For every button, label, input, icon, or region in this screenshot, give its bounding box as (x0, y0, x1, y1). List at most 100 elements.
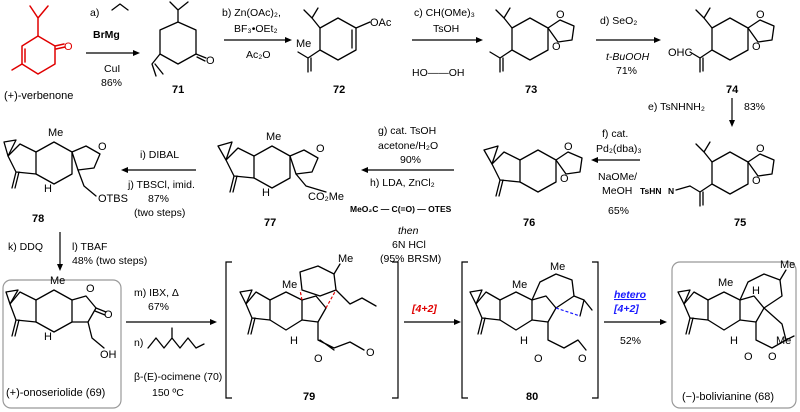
compound-71-label: 71 (172, 84, 184, 96)
step-g-line1: g) cat. TsOH (378, 125, 436, 137)
c74-o1: O (756, 9, 765, 21)
bracket-79-left (225, 261, 232, 399)
c73-o1: O (556, 9, 565, 21)
bolivianine-structure: Me Me Me H H O O (677, 259, 795, 363)
compound-75-structure: O O TsHN N (640, 141, 775, 207)
compound-77-label: 77 (264, 217, 276, 229)
step-f-line2: Pd₂(dba)₃ (596, 143, 642, 155)
step-f-line4: MeOH (602, 185, 632, 197)
onoseriolide-me: Me (50, 275, 65, 287)
step-f-line3: NaOMe/ (598, 171, 637, 183)
step-k-reagent: k) DDQ (8, 241, 43, 253)
arrow-hda-head (660, 319, 667, 325)
step-c-line2: TsOH (433, 23, 459, 35)
verbenone-oxygen: O (64, 41, 73, 53)
bolivianine-h2: H (752, 285, 760, 297)
step-h-line3: 6N HCl (392, 239, 426, 251)
c78-h: H (44, 183, 52, 195)
compound-80-structure: Me Me H O O (469, 261, 593, 365)
arrow-a-head (133, 50, 140, 56)
step-a: a) BrMg CuI 86% (86, 3, 140, 89)
c80-bond-forming (555, 307, 581, 317)
verbenone-label: (+)-verbenone (4, 90, 73, 102)
step-j-line1: j) TBSCl, imid. (127, 179, 195, 191)
onoseriolide-oh: OH (100, 349, 117, 361)
c74-ohc: OHC (668, 47, 693, 59)
compound-76-label: 76 (523, 217, 535, 229)
step-f-line1: f) cat. (602, 128, 628, 140)
step-l-line2: 48% (two steps) (72, 255, 147, 267)
c80-h: H (520, 335, 528, 347)
step-b-line1: b) Zn(OAc)₂, (222, 7, 281, 19)
step-h-then: then (398, 225, 419, 237)
step-d-yield: 71% (616, 65, 637, 77)
step-n-temp: 150 ºC (152, 387, 184, 399)
verbenone-structure: O (11, 5, 73, 75)
step-da: [4+2] (404, 303, 461, 325)
arrow-da-head (454, 319, 461, 325)
c80-o2: O (578, 353, 587, 365)
step-a-reagent: BrMg (93, 29, 120, 41)
step-d-line1: d) SeO₂ (600, 15, 637, 27)
bolivianine-label: (−)-bolivianine (68) (682, 391, 774, 403)
c76-o1: O (564, 141, 573, 153)
step-n-reagent: β-(E)-ocimene (70) (134, 371, 222, 383)
c72-oac: OAc (370, 17, 392, 29)
compound-71-structure: O (151, 1, 215, 77)
bolivianine-me1: Me (718, 277, 733, 289)
step-i-reagent: i) DIBAL (140, 149, 179, 161)
c72-me: Me (296, 38, 311, 50)
c79-o1: O (314, 353, 323, 365)
c79-bond-forming (299, 289, 337, 309)
bolivianine-h1: H (730, 335, 738, 347)
vinyl-icon (111, 3, 129, 11)
compound-76-structure: O O (483, 141, 583, 197)
step-ij: i) DIBAL j) TBSCl, imid. 87% (two steps) (121, 149, 196, 219)
arrow-f-head (591, 157, 598, 163)
compound-73-structure: O O (489, 7, 575, 73)
bolivianine-box (671, 261, 797, 409)
step-b-line2: BF₃•OEt₂ (234, 23, 278, 35)
c77-o: O (316, 143, 325, 155)
c71-oxygen: O (206, 55, 215, 67)
compound-75-label: 75 (734, 217, 746, 229)
arrow-gh-head (361, 167, 368, 173)
ocimene-icon (147, 327, 205, 349)
bolivianine-o1: O (744, 351, 753, 363)
arrow-ij-head (121, 167, 128, 173)
step-da-label: [4+2] (411, 303, 437, 315)
step-b-line3: Ac₂O (246, 49, 271, 61)
compound-73-label: 73 (525, 84, 537, 96)
compound-72-label: 72 (333, 84, 345, 96)
compound-78-label: 78 (32, 213, 44, 225)
step-d-line2: t-BuOOH (606, 51, 650, 63)
step-h-line1: h) LDA, ZnCl₂ (370, 177, 435, 189)
step-hda: hetero [4+2] 52% (604, 289, 667, 347)
onoseriolide-structure: Me O O H OH (5, 275, 117, 361)
step-e: e) TsNHNH₂ 83% (648, 98, 765, 127)
step-a-yield: 86% (101, 77, 122, 89)
step-hda-yield: 52% (620, 335, 641, 347)
c79-o2: O (366, 347, 375, 359)
step-f: f) cat. Pd₂(dba)₃ NaOMe/ MeOH 65% (591, 128, 642, 217)
bracket-80-left (461, 261, 468, 399)
step-d: d) SeO₂ t-BuOOH 71% (596, 15, 661, 77)
compound-74-label: 74 (726, 84, 739, 96)
bracket-80-right (592, 261, 599, 399)
step-e-reagent: e) TsNHNH₂ (648, 101, 705, 113)
c74-o2: O (752, 41, 761, 53)
onoseriolide-label: (+)-onoseriolide (69) (6, 387, 105, 399)
c78-otbs: OTBS (98, 193, 128, 205)
step-j-yield: 87% (148, 193, 169, 205)
c80-me1: Me (512, 279, 527, 291)
c75-o1: O (756, 143, 765, 155)
step-l-line1: l) TBAF (72, 241, 107, 253)
compound-78-structure: Me O H OTBS (3, 127, 128, 205)
compound-77-structure: Me O H CO₂Me (217, 131, 344, 203)
step-f-yield: 65% (608, 205, 629, 217)
step-j-note: (two steps) (134, 207, 185, 219)
step-hda-line2: [4+2] (613, 303, 639, 315)
c80-o1: O (534, 353, 543, 365)
step-g-yield: 90% (400, 154, 421, 166)
